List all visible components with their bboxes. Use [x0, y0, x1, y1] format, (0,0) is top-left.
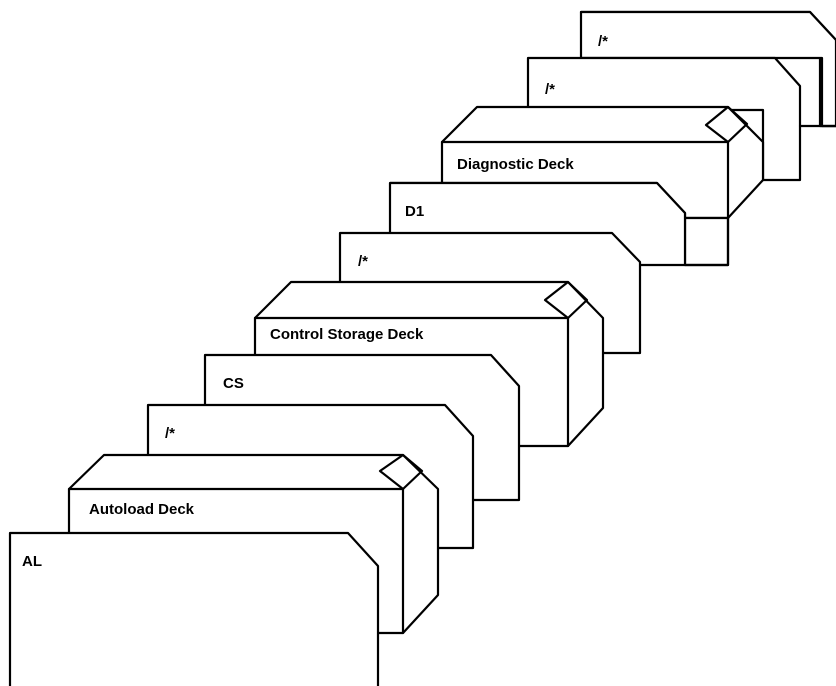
end-card-after-control-storage-label: /* — [358, 253, 368, 270]
end-card-top-label: /* — [598, 33, 608, 50]
control-storage-deck-label: Control Storage Deck — [270, 326, 424, 343]
al-card: AL — [8, 531, 380, 686]
al-card-label: AL — [22, 553, 42, 570]
end-card-after-autoload-label: /* — [165, 425, 175, 442]
autoload-deck-label: Autoload Deck — [89, 501, 195, 518]
diagnostic-deck-label: Diagnostic Deck — [457, 156, 574, 173]
d1-card-label: D1 — [405, 203, 424, 220]
cs-card-label: CS — [223, 375, 244, 392]
end-card-second-label: /* — [545, 81, 555, 98]
